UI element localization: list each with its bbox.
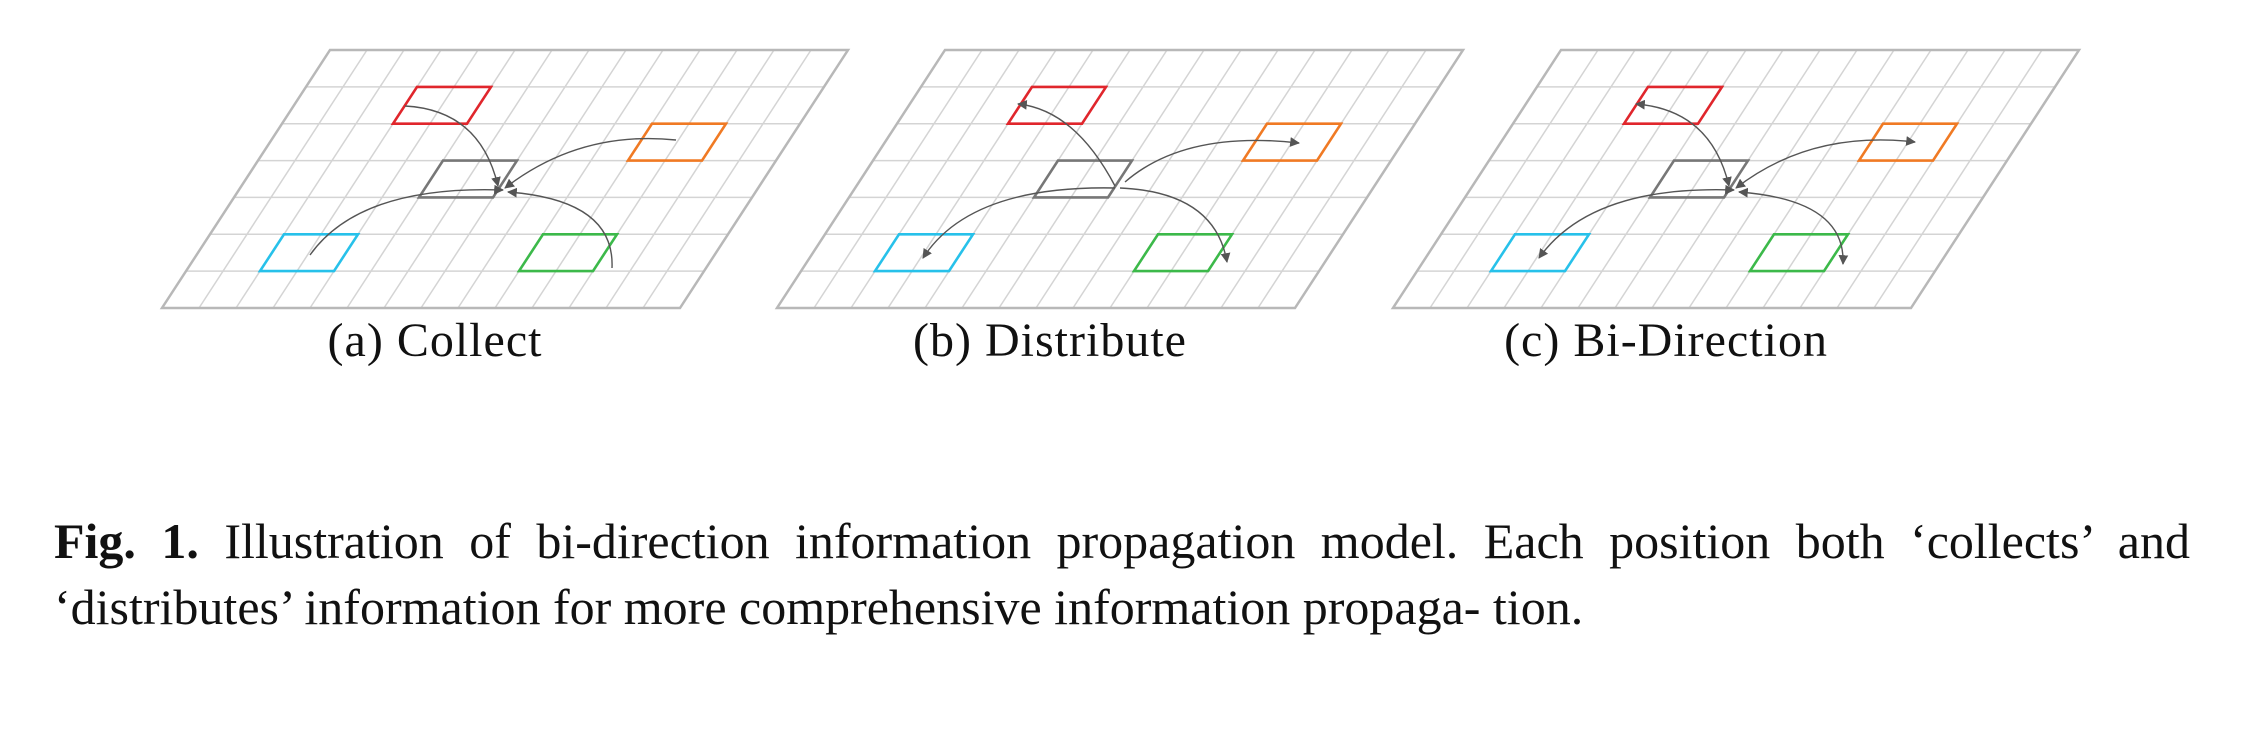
orange-cell	[1240, 122, 1344, 162]
grid-col-line	[1762, 49, 1932, 309]
arrow-center-to-red	[1017, 100, 1116, 187]
grid-border	[159, 48, 851, 310]
grid-border	[774, 48, 1466, 310]
arrow-red-center	[1635, 99, 1732, 187]
arrow-cyan-to-center	[309, 184, 504, 256]
red-cell	[1005, 85, 1109, 125]
panel-label-bidirection: (c) Bi-Direction	[1504, 314, 1828, 367]
grid-col-line	[1873, 49, 2043, 309]
arrow-cyan-center	[1538, 184, 1735, 259]
panel-label-collect: (a) Collect	[327, 314, 543, 367]
grid-col-line	[531, 49, 701, 309]
grid-col-line	[457, 49, 627, 309]
arrow-center-to-green	[1119, 187, 1231, 263]
center-cell	[416, 159, 520, 199]
red-cell	[390, 85, 494, 125]
grid-col-line	[1836, 49, 2006, 309]
green-cell	[1131, 233, 1235, 273]
center-cell	[1031, 159, 1135, 199]
arrow-center-to-orange	[1124, 137, 1300, 183]
grid-col-line	[605, 49, 775, 309]
arrow-orange-to-center	[504, 137, 677, 189]
grid-col-line	[1688, 49, 1858, 309]
arrow-center-to-cyan	[922, 187, 1116, 259]
panel-distribute	[774, 48, 1466, 310]
arrow-red-to-center	[404, 105, 501, 187]
arrow-green-to-center	[507, 187, 613, 269]
panel-collect	[159, 48, 851, 310]
grid-col-line	[1072, 49, 1242, 309]
grid-col-line	[1220, 49, 1390, 309]
grid-col-line	[1614, 49, 1784, 309]
orange-cell	[625, 122, 729, 162]
arrow-orange-center	[1735, 136, 1916, 189]
grid-col-line	[813, 49, 983, 309]
grid-col-line	[1146, 49, 1316, 309]
figure-caption-label: Fig. 1.	[54, 513, 199, 569]
cyan-cell	[872, 233, 976, 273]
figure-caption-text: Illustration of bi-direction information…	[54, 513, 2190, 635]
cyan-cell	[257, 233, 361, 273]
grid-col-line	[198, 49, 368, 309]
grid-col-line	[642, 49, 812, 309]
grid-col-line	[1257, 49, 1427, 309]
panel-label-distribute: (b) Distribute	[913, 314, 1187, 367]
grid-border	[1390, 48, 2082, 310]
grid-col-line	[1429, 49, 1599, 309]
grid-col-line	[383, 49, 553, 309]
grid-col-line	[998, 49, 1168, 309]
panel-bidirection	[1390, 48, 2082, 310]
figure-caption: Fig. 1. Illustration of bi-direction inf…	[54, 508, 2190, 640]
arrow-green-center	[1738, 187, 1849, 265]
figure-diagram	[159, 48, 2082, 310]
green-cell	[516, 233, 620, 273]
